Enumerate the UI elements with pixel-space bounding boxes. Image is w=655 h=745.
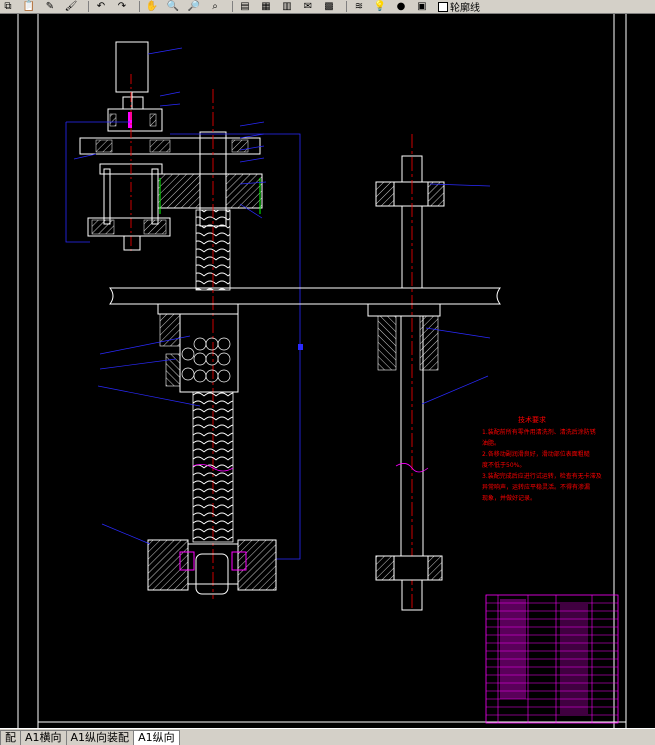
note-line: 2.各移动副润滑良好，滑动部位表面粗糙 bbox=[482, 450, 590, 458]
toolbar-separator bbox=[139, 1, 140, 12]
note-line: 3.装配完成后应进行试运转，检查有无卡滞及 bbox=[482, 472, 602, 480]
note-line: 度不低于50%。 bbox=[482, 461, 525, 469]
tab-3[interactable]: A1纵向 bbox=[133, 730, 180, 745]
layers-icon[interactable]: ≋ bbox=[354, 1, 364, 12]
bom-table bbox=[485, 594, 619, 724]
zoom-realtime-icon[interactable]: 🔍 bbox=[166, 1, 180, 12]
zoom-window-icon[interactable]: 🔎 bbox=[187, 1, 201, 12]
notes-title: 技术要求 bbox=[518, 415, 546, 424]
bulb-icon[interactable]: 💡 bbox=[373, 1, 387, 12]
layer-name-label: 轮廓线 bbox=[450, 3, 480, 14]
tab-2[interactable]: A1纵向装配 bbox=[65, 730, 135, 745]
left-assembly-view[interactable] bbox=[65, 41, 501, 599]
toolbar-separator bbox=[232, 1, 233, 12]
toolbar-separator bbox=[346, 1, 347, 12]
toolbar: ⧉ 📋 ✎ 🖌 ↶ ↷ ✋ 🔍 🔎 ⌕ ▤ ▦ ▥ ✉ ▩ ≋ 💡 ● ▣ 轮廓线 bbox=[0, 0, 655, 14]
note-line: 异常响声，运转应平稳灵活。不得有渗漏 bbox=[482, 483, 590, 491]
coupling-housing bbox=[107, 108, 163, 132]
right-side-view[interactable] bbox=[367, 134, 491, 611]
layer-checkbox[interactable] bbox=[438, 1, 448, 12]
toolbar-separator bbox=[88, 1, 89, 12]
undo-icon[interactable]: ↶ bbox=[96, 1, 106, 12]
brush-icon[interactable]: 🖌 bbox=[64, 1, 78, 12]
redo-icon[interactable]: ↷ bbox=[117, 1, 127, 12]
copy-icon[interactable]: ⧉ bbox=[4, 1, 12, 12]
design-center-icon[interactable]: ▦ bbox=[261, 1, 271, 12]
motor-body bbox=[115, 41, 149, 93]
note-line: 1.装配前所有零件用清洗剂、清洗后涂防锈 bbox=[482, 428, 596, 436]
pan-icon[interactable]: ✋ bbox=[145, 1, 159, 12]
layer-selector[interactable]: 轮廓线 bbox=[438, 0, 480, 14]
markup-icon[interactable]: ✉ bbox=[303, 1, 313, 12]
drawing-frame bbox=[17, 14, 627, 728]
tool-palette-icon[interactable]: ▥ bbox=[282, 1, 292, 12]
paste-icon[interactable]: 📋 bbox=[22, 1, 36, 12]
zoom-previous-icon[interactable]: ⌕ bbox=[212, 1, 218, 12]
lock-icon[interactable]: ▣ bbox=[417, 1, 427, 12]
tab-1[interactable]: A1横向 bbox=[20, 730, 67, 745]
note-line: 油脂。 bbox=[482, 439, 500, 447]
ball-nut bbox=[181, 337, 231, 383]
match-properties-icon[interactable]: ✎ bbox=[45, 1, 55, 12]
properties-icon[interactable]: ▤ bbox=[240, 1, 250, 12]
sun-icon[interactable]: ● bbox=[396, 1, 406, 12]
tab-0[interactable]: 配 bbox=[0, 730, 21, 745]
note-line: 现象，并做好记录。 bbox=[482, 494, 536, 502]
calculator-icon[interactable]: ▩ bbox=[324, 1, 334, 12]
